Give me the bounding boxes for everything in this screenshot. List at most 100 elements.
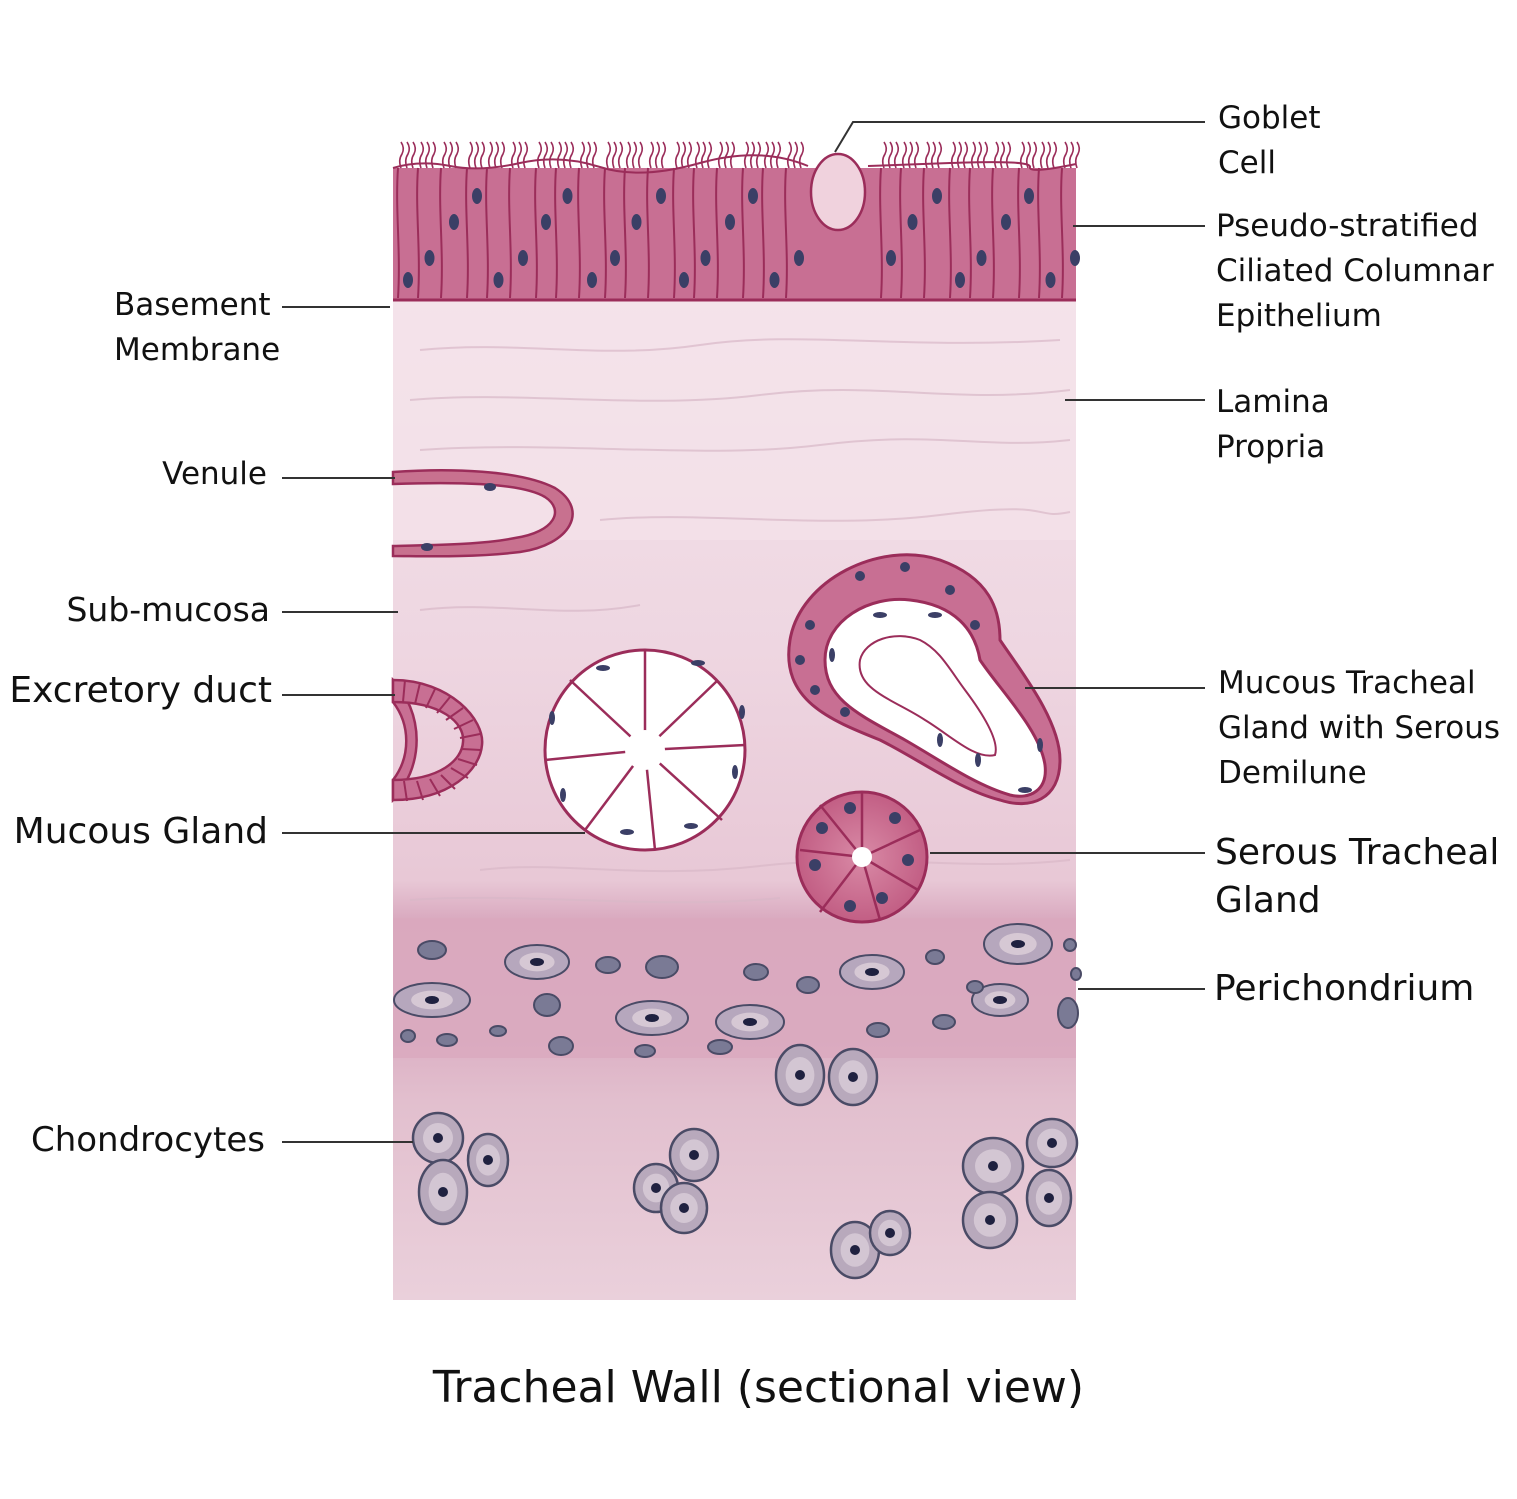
cilium <box>510 141 517 169</box>
epithelial-cell-wall <box>646 167 650 299</box>
epithelial-cell-wall <box>879 167 883 299</box>
cilium <box>993 141 1000 169</box>
chondrocytes <box>411 1043 1079 1280</box>
epithelial-cell-wall <box>485 167 489 299</box>
cilium <box>487 141 494 169</box>
cell-nucleus <box>610 250 620 266</box>
fibroblast <box>1057 997 1079 1029</box>
cilium <box>1045 141 1052 169</box>
cilium <box>430 141 437 169</box>
cilium <box>536 141 543 169</box>
epithelial-cell-wall <box>692 167 696 299</box>
cilium <box>1019 141 1026 169</box>
cilium <box>674 141 681 169</box>
chondrocyte <box>961 1190 1019 1250</box>
perichondrium-cell <box>715 1004 785 1040</box>
epithelial-cell-wall <box>577 167 581 299</box>
excretory-duct <box>391 676 484 804</box>
perichondrium-cells <box>393 923 1082 1058</box>
chondrocyte <box>1025 1117 1079 1169</box>
chondrocyte <box>961 1136 1025 1196</box>
epithelium <box>392 141 1081 302</box>
epithelial-cell-wall <box>1037 167 1041 299</box>
cilium <box>654 141 661 169</box>
cilium <box>769 141 776 169</box>
mucous-gland <box>543 648 747 852</box>
cilium <box>786 141 793 169</box>
serous-tracheal-gland <box>795 790 929 924</box>
cilium <box>706 141 713 169</box>
cilium <box>404 141 411 169</box>
cilium <box>542 141 549 169</box>
label-mucous-tracheal-gland: Mucous Tracheal Gland with Serous Demilu… <box>1218 665 1501 791</box>
cilium <box>410 141 417 169</box>
cilium <box>424 141 431 169</box>
cell-nucleus <box>656 188 666 204</box>
cilium <box>605 141 612 169</box>
label-lamina-propria: Lamina Propria <box>1216 384 1330 465</box>
cilium <box>562 141 569 169</box>
fibroblast <box>796 976 820 994</box>
cilium <box>648 141 655 169</box>
cell-nucleus <box>748 188 758 204</box>
cilium <box>743 141 750 169</box>
cell-nucleus <box>493 272 504 288</box>
cilium <box>591 141 598 169</box>
cell-nucleus <box>449 214 459 230</box>
fibroblast <box>595 956 621 974</box>
fibroblast <box>743 963 769 981</box>
cilium <box>625 141 632 169</box>
epithelial-cell-wall <box>899 167 903 299</box>
cilium <box>418 141 425 169</box>
cell-nucleus <box>472 188 482 204</box>
cilium <box>447 141 454 169</box>
cilium <box>499 141 506 169</box>
cilium <box>479 141 486 169</box>
cilium <box>901 141 908 169</box>
cell-nucleus <box>976 250 987 266</box>
epithelial-cell-wall <box>741 167 745 299</box>
fibroblast <box>548 1036 574 1056</box>
fibroblast <box>932 1014 956 1030</box>
cell-nucleus <box>794 250 804 266</box>
cilium <box>717 141 724 169</box>
cilium <box>999 141 1006 169</box>
cilium <box>579 141 586 169</box>
chondrocyte <box>829 1220 881 1280</box>
cilium <box>1005 141 1012 169</box>
cilium <box>556 141 563 169</box>
cell-nucleus <box>1001 214 1011 230</box>
cilium <box>1068 141 1075 169</box>
cilium <box>398 141 405 169</box>
lamina-propria <box>393 300 1076 540</box>
cell-nucleus <box>587 272 597 288</box>
cell-nucleus <box>679 272 689 288</box>
cilium <box>792 141 799 169</box>
fibroblast <box>645 955 679 979</box>
perichondrium-cell <box>504 944 570 980</box>
perichondrium-cell <box>983 923 1053 965</box>
label-epithelium: Pseudo-stratified Ciliated Columnar Epit… <box>1216 208 1494 334</box>
cilium <box>700 141 707 169</box>
cell-nucleus <box>518 250 528 266</box>
epithelial-cell-wall <box>416 167 420 299</box>
chondrocyte <box>417 1158 469 1226</box>
cilium <box>913 141 920 169</box>
chondrocyte <box>868 1209 912 1257</box>
cell-nucleus <box>424 250 435 266</box>
fibroblast <box>966 980 984 994</box>
cell-nucleus <box>403 272 413 288</box>
epithelial-cell-wall <box>534 167 538 299</box>
cilium <box>585 141 592 169</box>
chondrocyte <box>774 1043 826 1107</box>
cell-nucleus <box>1024 188 1034 204</box>
fibroblast <box>1070 967 1082 981</box>
label-mucous-gland: Mucous Gland <box>13 811 268 852</box>
goblet-cell <box>809 152 867 232</box>
figure-title: Tracheal Wall (sectional view) <box>432 1362 1085 1413</box>
epithelial-cell-wall <box>554 167 558 299</box>
epithelial-cell-wall <box>922 167 926 299</box>
epithelial-cell-wall <box>761 167 765 299</box>
cilium <box>680 141 687 169</box>
cilium <box>660 141 667 169</box>
